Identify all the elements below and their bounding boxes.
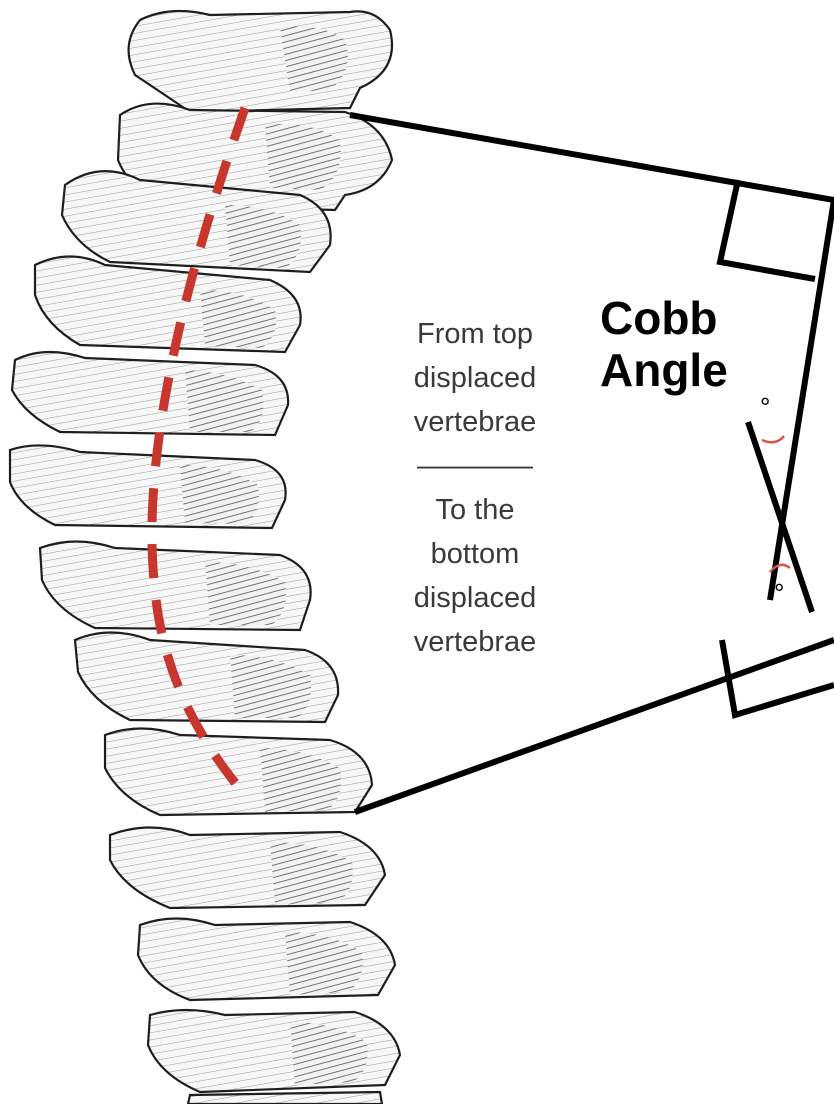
upper-degree-symbol: ° <box>760 394 770 420</box>
vertebra-7 <box>40 542 311 631</box>
caption-line: bottom <box>380 532 570 576</box>
cobb-angle-title: Cobb Angle <box>600 292 728 396</box>
caption-line: To the <box>380 488 570 532</box>
vertebra-5 <box>12 352 288 435</box>
top-right-angle-marker <box>720 180 834 600</box>
vertebra-1 <box>129 11 392 112</box>
vertebra-8 <box>75 633 338 723</box>
title-line-2: Angle <box>600 344 728 396</box>
vertebrae-range-caption: From top displaced vertebrae ———— To the… <box>380 312 570 664</box>
caption-line: From top <box>380 312 570 356</box>
spine-illustration <box>10 11 400 1104</box>
top-endplate-line <box>350 115 834 200</box>
vertebra-9 <box>105 729 372 816</box>
vertebra-12 <box>148 1010 400 1092</box>
vertebra-4 <box>35 257 301 353</box>
vertebra-10 <box>110 828 385 909</box>
caption-line: vertebrae <box>380 400 570 444</box>
bottom-endplate-line <box>355 640 834 812</box>
vertebra-11 <box>138 919 395 1001</box>
title-line-1: Cobb <box>600 292 728 344</box>
lower-degree-symbol: ° <box>774 580 784 606</box>
caption-separator: ———— <box>380 444 570 488</box>
caption-line: displaced <box>380 576 570 620</box>
caption-line: vertebrae <box>380 620 570 664</box>
upper-angle-arc <box>762 436 784 442</box>
caption-line: displaced <box>380 356 570 400</box>
